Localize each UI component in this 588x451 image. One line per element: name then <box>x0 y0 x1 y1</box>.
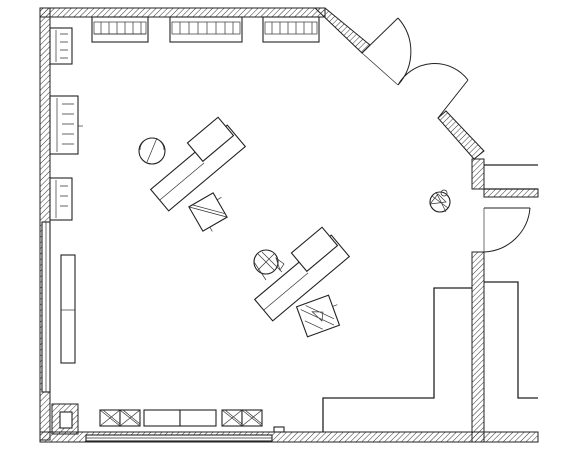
floor-unit-plain <box>143 409 181 427</box>
wall-diagonal-top <box>313 7 371 54</box>
floor-unit-crossed <box>99 409 121 427</box>
workstation-2 <box>253 226 351 322</box>
floor-unit-plain <box>179 409 217 427</box>
wall-diagonal-right <box>437 110 485 160</box>
door-right <box>483 207 531 253</box>
wall-top <box>39 7 326 18</box>
shelf-unit <box>49 177 73 221</box>
floor-unit-crossed <box>221 409 243 427</box>
wall-shelves-top <box>91 16 320 43</box>
wall-corridor <box>483 188 539 198</box>
shelf-unit <box>169 16 243 43</box>
cabinet-left <box>60 254 76 364</box>
door-double <box>361 17 469 119</box>
counter-inner <box>484 281 538 399</box>
wall-mark <box>273 426 285 433</box>
chair-box-2 <box>295 294 341 338</box>
floor-units-bottom <box>99 409 263 427</box>
shelf-unit <box>49 27 73 65</box>
doors <box>361 17 531 253</box>
floor-unit-crossed <box>241 409 263 427</box>
walls <box>39 7 539 443</box>
wall-right-upper <box>471 158 485 190</box>
chair-box-1 <box>188 192 228 232</box>
floor-unit-crossed <box>119 409 141 427</box>
stool-swivel-right <box>429 189 451 213</box>
counter-bottom-right <box>322 287 472 432</box>
wall-right-lower <box>471 251 485 443</box>
stool-round <box>138 137 166 165</box>
shelf-unit <box>91 16 149 43</box>
chair-swivel-1 <box>253 249 285 281</box>
workstation-1 <box>149 116 247 212</box>
wall-shelves-left <box>49 27 83 364</box>
wall-bottom <box>39 431 539 443</box>
shelf-unit <box>262 16 320 43</box>
shelf-unit <box>49 95 83 155</box>
